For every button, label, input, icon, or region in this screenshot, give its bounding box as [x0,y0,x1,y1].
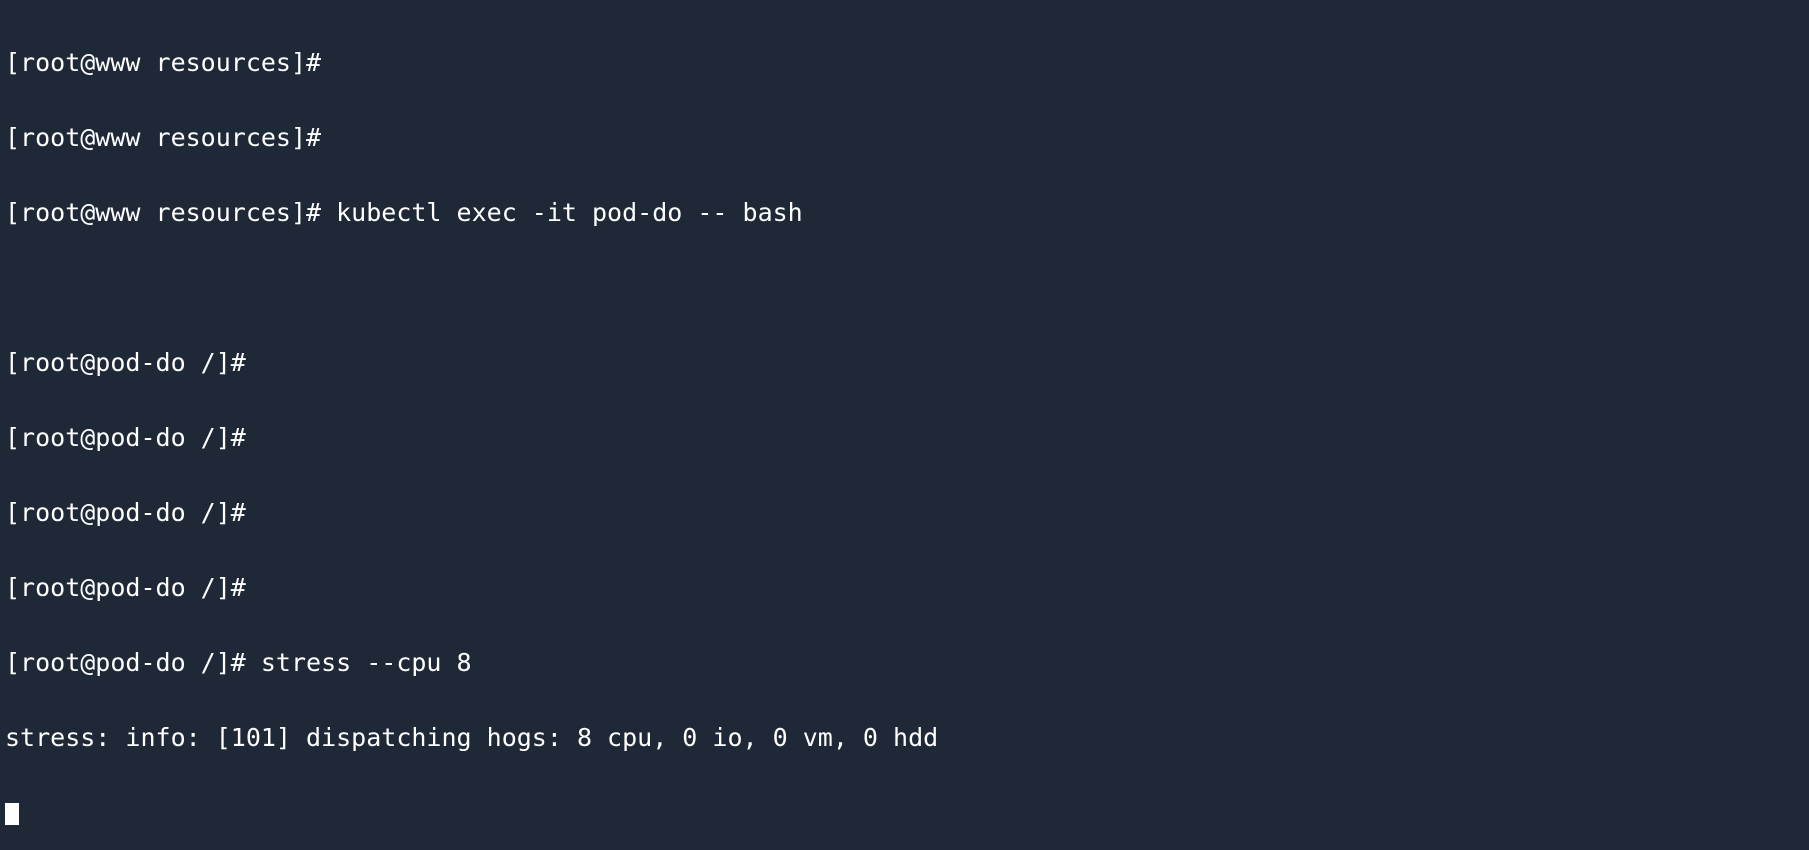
terminal-line: [root@www resources]# [5,123,322,152]
terminal-line [5,275,1809,300]
terminal-line: [root@www resources]# kubectl exec -it p… [5,198,803,227]
terminal-line: [root@pod-do /]# [5,348,246,377]
terminal-window[interactable]: [root@www resources]# [root@www resource… [0,0,1809,825]
terminal-line: [root@pod-do /]# [5,423,246,452]
terminal-line: [root@pod-do /]# stress --cpu 8 [5,648,472,677]
terminal-line: [root@pod-do /]# [5,498,246,527]
terminal-output-line: stress: info: [101] dispatching hogs: 8 … [5,723,939,752]
terminal-cursor [5,802,19,825]
terminal-line: [root@www resources]# [5,48,322,77]
terminal-input-line[interactable] [5,800,1809,825]
